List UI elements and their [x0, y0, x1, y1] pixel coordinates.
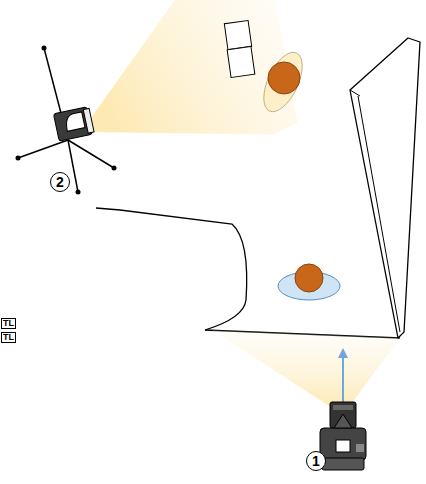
panel-edge	[350, 90, 360, 96]
subject-ball	[268, 62, 300, 94]
callout-number: 2	[50, 172, 70, 192]
backdrop-edge	[96, 208, 120, 210]
arrow-head	[338, 348, 348, 358]
flash-mode-icon: TL	[1, 318, 16, 329]
backdrop-edge	[120, 210, 247, 330]
white-box	[224, 20, 251, 49]
panel-edge	[358, 96, 400, 332]
backdrop-floor	[120, 92, 398, 338]
flash-mode-icon: TL	[1, 332, 16, 343]
flash-on-tripod	[16, 46, 117, 195]
callout-number: 1	[306, 451, 326, 471]
reflector-panel	[350, 38, 420, 338]
white-box	[227, 46, 255, 77]
camera-icon	[320, 402, 366, 470]
shadow-ellipse	[256, 47, 310, 118]
light-beam	[88, 0, 300, 135]
camera-beam	[212, 330, 400, 415]
camera-direction-arrow	[342, 356, 344, 402]
subject-ball	[295, 264, 323, 292]
